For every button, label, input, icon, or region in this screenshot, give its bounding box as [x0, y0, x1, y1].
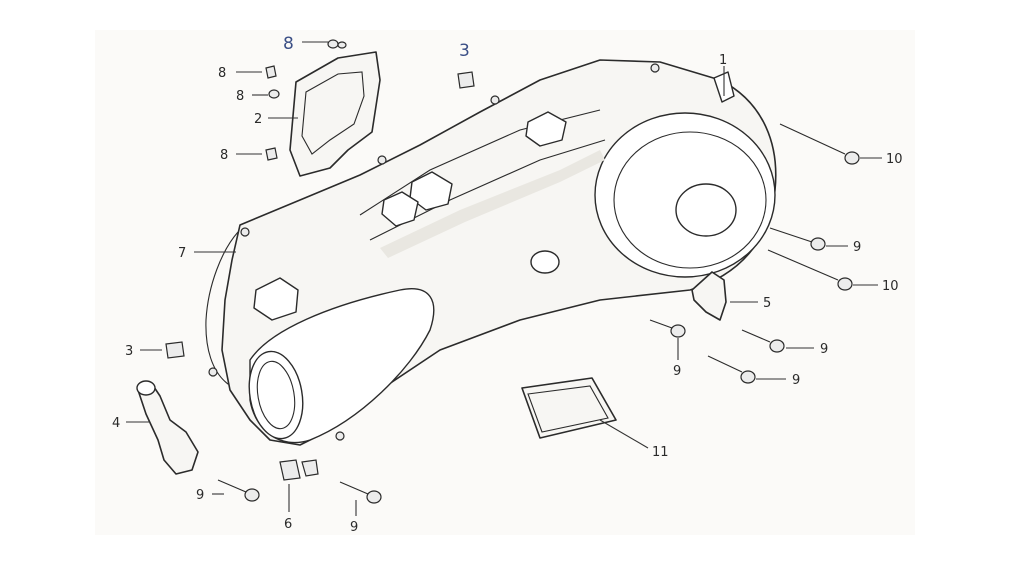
- leader-11: [599, 419, 649, 449]
- mount-hole-3: [490, 95, 500, 105]
- callout-9-b: 9: [673, 364, 681, 379]
- part-6-grommet-b: [301, 459, 319, 477]
- part-9-screw-d: [707, 355, 756, 384]
- part-1-dome-rim: [613, 131, 767, 269]
- part-11-filter: [521, 377, 617, 439]
- part-9-screw-a: [769, 227, 826, 251]
- callout-9-d: 9: [792, 373, 800, 388]
- mount-hole-2: [377, 155, 387, 165]
- callout-2: 2: [254, 112, 262, 127]
- part-6-grommet-a: [279, 459, 301, 481]
- callout-9-e: 9: [196, 488, 204, 503]
- mount-hole-1: [240, 227, 250, 237]
- part-8-screw-top: [327, 39, 347, 49]
- callout-9-c: 9: [820, 342, 828, 357]
- mount-hole-4: [650, 63, 660, 73]
- part-2-cover-plate: [289, 51, 381, 177]
- callout-3-top: 3: [459, 41, 470, 61]
- part-2-plate-inner: [301, 71, 365, 155]
- callout-8-b: 8: [236, 89, 244, 104]
- callout-10-b: 10: [882, 279, 899, 294]
- part-4-bracket: [137, 383, 199, 475]
- callout-4: 4: [112, 416, 120, 431]
- part-8-screw-a: [265, 65, 277, 79]
- part-5-clip: [691, 271, 727, 321]
- part-8-screw-c: [265, 147, 278, 161]
- part-9-screw-c: [741, 329, 785, 353]
- part-11-filter-edge: [527, 385, 609, 433]
- part-9-screw-e: [217, 479, 260, 502]
- mount-hole-5: [208, 367, 218, 377]
- callout-8-a: 8: [218, 66, 226, 81]
- part-4-bracket-eye: [136, 380, 156, 396]
- callout-9-a: 9: [853, 240, 861, 255]
- part-9-screw-f: [339, 481, 382, 504]
- part-10-bolt-a: [779, 123, 860, 165]
- mount-hole-6: [335, 431, 345, 441]
- part-1-boss-left: [381, 191, 419, 227]
- part-8-screw-b: [268, 89, 280, 99]
- part-1-round-boss: [530, 250, 560, 274]
- callout-8-top: 8: [283, 34, 294, 54]
- callout-3-left: 3: [125, 344, 133, 359]
- part-1-boss-upper: [525, 111, 567, 147]
- callout-11: 11: [652, 445, 669, 460]
- callout-10-a: 10: [886, 152, 903, 167]
- callout-7: 7: [178, 246, 186, 261]
- part-3-dowel-top: [457, 71, 475, 89]
- part-10-bolt-b: [767, 249, 853, 291]
- callout-9-f: 9: [350, 520, 358, 535]
- callout-8-c: 8: [220, 148, 228, 163]
- part-1-duct-inner: [256, 360, 296, 430]
- part-1-rib-shadow: [380, 150, 605, 258]
- part-3-dowel-left: [165, 341, 185, 359]
- part-1-dome-hub: [675, 183, 737, 237]
- part-9-screw-b: [649, 319, 686, 338]
- part-1-duct-mouth: [248, 350, 304, 440]
- callout-5: 5: [763, 296, 771, 311]
- callout-6: 6: [284, 517, 292, 532]
- callout-1: 1: [719, 53, 727, 68]
- part-1-side-lug: [253, 277, 299, 321]
